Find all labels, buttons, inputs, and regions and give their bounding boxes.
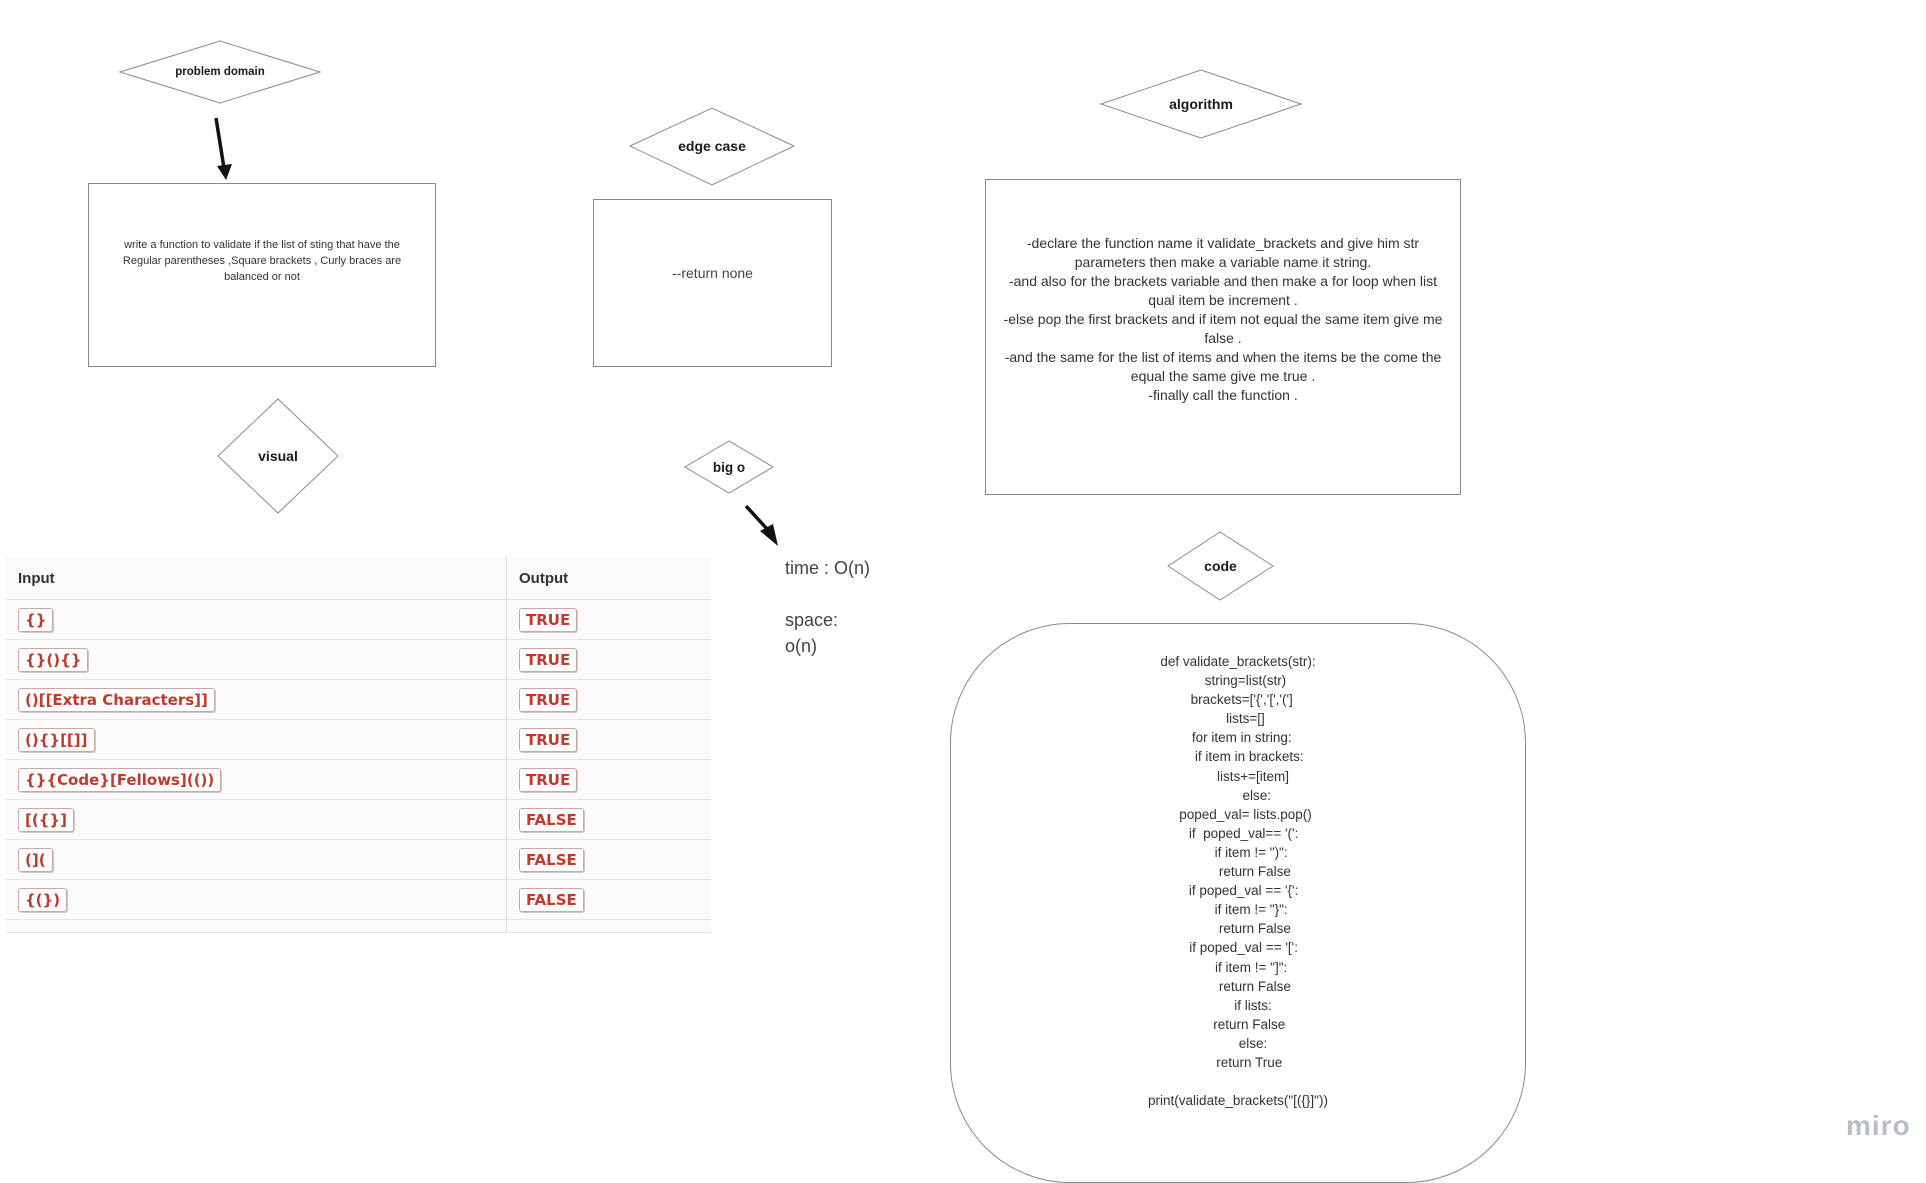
problem-domain-box[interactable]: write a function to validate if the list… (88, 183, 436, 367)
code-line: if item != "]": (1188, 959, 1288, 975)
output-chip: FALSE (519, 887, 584, 912)
big-o-space-value: o(n) (785, 636, 818, 656)
problem-domain-label: problem domain (175, 66, 265, 78)
code-line: lists=[] (1211, 711, 1265, 727)
table-row: (){}[[]] TRUE (6, 719, 711, 760)
output-chip: TRUE (519, 767, 578, 792)
visual-table: Input Output {} TRUE {}(){} TRUE ()[[Ext… (6, 557, 711, 933)
code-line: return False (1185, 864, 1291, 880)
algorithm-line: -and the same for the list of items and … (1004, 348, 1442, 384)
big-o-time: time : O(n) (785, 558, 871, 578)
input-chip: {} (18, 607, 54, 632)
code-line: for item in string: (1184, 730, 1292, 746)
code-line: if item != "}": (1188, 902, 1288, 918)
algorithm-line: -else pop the first brackets and if item… (1003, 310, 1443, 346)
code-line: if poped_val == '{': (1177, 883, 1299, 899)
big-o-arrow[interactable] (744, 504, 778, 546)
table-header-output: Output (506, 557, 711, 600)
edge-case-box[interactable]: --return none (593, 199, 832, 367)
code-line: def validate_brackets(str): (1160, 654, 1316, 669)
input-chip: {}{Code}[Fellows](()) (18, 767, 222, 792)
code-line: return False (1185, 978, 1291, 994)
table-row (6, 919, 711, 933)
algorithm-line: -finally call the function . (1148, 386, 1298, 403)
output-chip: TRUE (519, 647, 578, 672)
code-diamond[interactable] (1167, 531, 1274, 601)
code-label: code (1204, 558, 1237, 574)
code-line: if item != ")": (1188, 844, 1288, 860)
table-row: {} TRUE (6, 599, 711, 640)
table-row: {}{Code}[Fellows](()) TRUE (6, 759, 711, 800)
code-line: string=list(str) (1189, 673, 1287, 689)
code-line: if poped_val == '[': (1178, 940, 1298, 956)
visual-label: visual (258, 448, 298, 464)
big-o-notes: time : O(n) space: o(n) (785, 555, 870, 659)
table-row: (]( FALSE (6, 839, 711, 880)
table-row: [({}] FALSE (6, 799, 711, 840)
table-row: {}(){} TRUE (6, 639, 711, 680)
code-line: else: (1204, 787, 1272, 803)
code-line: return True (1193, 1054, 1283, 1070)
miro-logo: miro (1846, 1110, 1911, 1141)
code-line: lists+=[item] (1186, 768, 1290, 784)
code-line (951, 1072, 1525, 1091)
edge-case-diamond[interactable] (628, 107, 796, 186)
big-o-label: big o (712, 459, 746, 475)
problem-domain-diamond[interactable] (118, 40, 322, 104)
output-chip: TRUE (519, 727, 578, 752)
input-chip: ()[[Extra Characters]] (18, 687, 215, 712)
input-chip: {(}) (18, 887, 68, 912)
code-box[interactable]: def validate_brackets(str): string=list(… (950, 623, 1526, 1183)
visual-diamond[interactable] (217, 398, 339, 514)
code-line: if item in brackets: (1172, 749, 1304, 765)
algorithm-line: -and also for the brackets variable and … (1008, 272, 1438, 308)
code-line: return False (1190, 1016, 1286, 1032)
algorithm-diamond[interactable] (1099, 69, 1303, 139)
code-line: else: (1208, 1035, 1268, 1051)
output-chip: TRUE (519, 687, 578, 712)
problem-domain-text: write a function to validate if the list… (122, 239, 402, 283)
big-o-space-label: space: (785, 610, 839, 630)
code-line: if lists: (1204, 997, 1272, 1013)
output-chip: FALSE (519, 807, 584, 832)
output-chip: TRUE (519, 607, 578, 632)
input-chip: [({}] (18, 807, 74, 832)
algorithm-line: -declare the function name it validate_b… (1026, 234, 1420, 270)
edge-case-label: edge case (678, 138, 746, 154)
code-line: return False (1185, 921, 1291, 937)
table-header-input: Input (6, 557, 507, 600)
table-row: ()[[Extra Characters]] TRUE (6, 679, 711, 720)
algorithm-box[interactable]: -declare the function name it validate_b… (985, 179, 1461, 495)
problem-arrow[interactable] (214, 117, 232, 180)
input-chip: {}(){} (18, 647, 89, 672)
code-line: print(validate_brackets("[({}]")) (1148, 1093, 1328, 1109)
code-line: if poped_val== '(': (1177, 825, 1299, 841)
big-o-diamond[interactable] (684, 440, 774, 494)
output-chip: FALSE (519, 847, 584, 872)
code-line: brackets=['{','[','('] (1183, 692, 1293, 708)
algorithm-label: algorithm (1169, 96, 1233, 112)
code-line: poped_val= lists.pop() (1164, 806, 1312, 822)
edge-case-text: --return none (672, 265, 753, 281)
input-chip: (]( (18, 847, 53, 872)
input-chip: (){}[[]] (18, 727, 95, 752)
table-row: {(}) FALSE (6, 879, 711, 920)
